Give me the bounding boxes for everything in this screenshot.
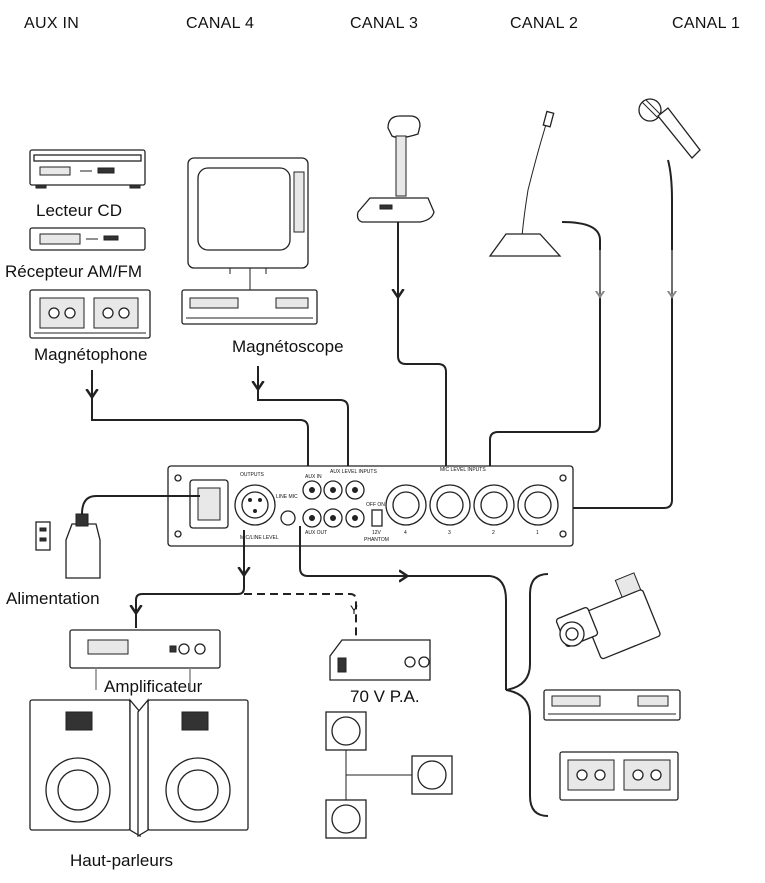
svg-text:4: 4 — [404, 530, 407, 536]
tape-deck-label: Magnétophone — [34, 345, 147, 364]
power-cable — [81, 495, 200, 515]
pa-label: 70 V P.A. — [350, 687, 420, 706]
pa-dashed-cable — [244, 593, 357, 636]
svg-text:2: 2 — [492, 530, 495, 536]
svg-text:OUTPUTS: OUTPUTS — [240, 472, 265, 478]
mixer-rear-panel: OUTPUTS AUX LEVEL INPUTS MIC LEVEL INPUT… — [167, 465, 574, 547]
svg-text:LINE MIC: LINE MIC — [276, 494, 298, 500]
svg-text:AUX LEVEL INPUTS: AUX LEVEL INPUTS — [330, 469, 377, 475]
tv-monitor-icon — [187, 157, 309, 274]
amplifier-icon — [69, 629, 221, 669]
power-supply-icon — [65, 513, 101, 579]
svg-text:12V: 12V — [372, 530, 382, 536]
svg-text:PHANTOM: PHANTOM — [364, 537, 389, 543]
header-aux-in: AUX IN — [24, 15, 79, 32]
power-outlet-icon — [35, 521, 51, 551]
canal2-cable — [489, 221, 601, 466]
svg-text:MIC/LINE LEVEL: MIC/LINE LEVEL — [240, 535, 279, 541]
svg-text:AUX IN: AUX IN — [305, 474, 322, 480]
svg-text:3: 3 — [448, 530, 451, 536]
vcr-icon — [181, 289, 318, 325]
recorder-vcr-icon — [543, 689, 681, 721]
tuner-label: Récepteur AM/FM — [5, 262, 142, 281]
output-cable — [135, 530, 245, 628]
svg-text:1: 1 — [536, 530, 539, 536]
svg-text:Y: Y — [350, 603, 358, 617]
header-canal-2: CANAL 2 — [510, 15, 578, 32]
cd-player-label: Lecteur CD — [36, 201, 122, 220]
aux-out-cable — [299, 526, 490, 577]
vcr-to-aux-cable — [257, 366, 349, 466]
pa-amplifier-icon — [329, 639, 431, 681]
speaker-right-icon — [137, 698, 249, 838]
canal1-cable — [548, 159, 673, 509]
power-label: Alimentation — [6, 589, 100, 608]
svg-text:MIC LEVEL INPUTS: MIC LEVEL INPUTS — [440, 467, 486, 473]
header-canal-1: CANAL 1 — [672, 15, 740, 32]
tuner-icon — [29, 227, 146, 251]
canal3-cable — [397, 222, 447, 466]
svg-text:OFF ON: OFF ON — [366, 502, 385, 508]
pa-speaker-top-icon — [325, 711, 367, 751]
amplifier-label: Amplificateur — [104, 677, 203, 696]
tape-to-aux-cable — [91, 370, 309, 466]
svg-text:AUX OUT: AUX OUT — [305, 530, 327, 536]
header-canal-4: CANAL 4 — [186, 15, 254, 32]
header-canal-3: CANAL 3 — [350, 15, 418, 32]
vcr-label: Magnétoscope — [232, 337, 344, 356]
camcorder-icon — [555, 572, 661, 660]
gooseneck-microphone-icon — [488, 110, 562, 257]
pa-speaker-bottom-icon — [325, 799, 367, 839]
speaker-left-icon — [29, 698, 141, 838]
recorder-brace — [505, 573, 549, 817]
desk-microphone-icon — [356, 115, 435, 223]
pa-speaker-right-icon — [411, 755, 453, 795]
cd-player-icon — [29, 149, 146, 189]
recorder-tape-deck-icon — [559, 751, 679, 801]
speakers-label: Haut-parleurs — [70, 851, 173, 870]
tape-deck-icon — [29, 289, 151, 339]
handheld-microphone-icon — [638, 98, 701, 159]
